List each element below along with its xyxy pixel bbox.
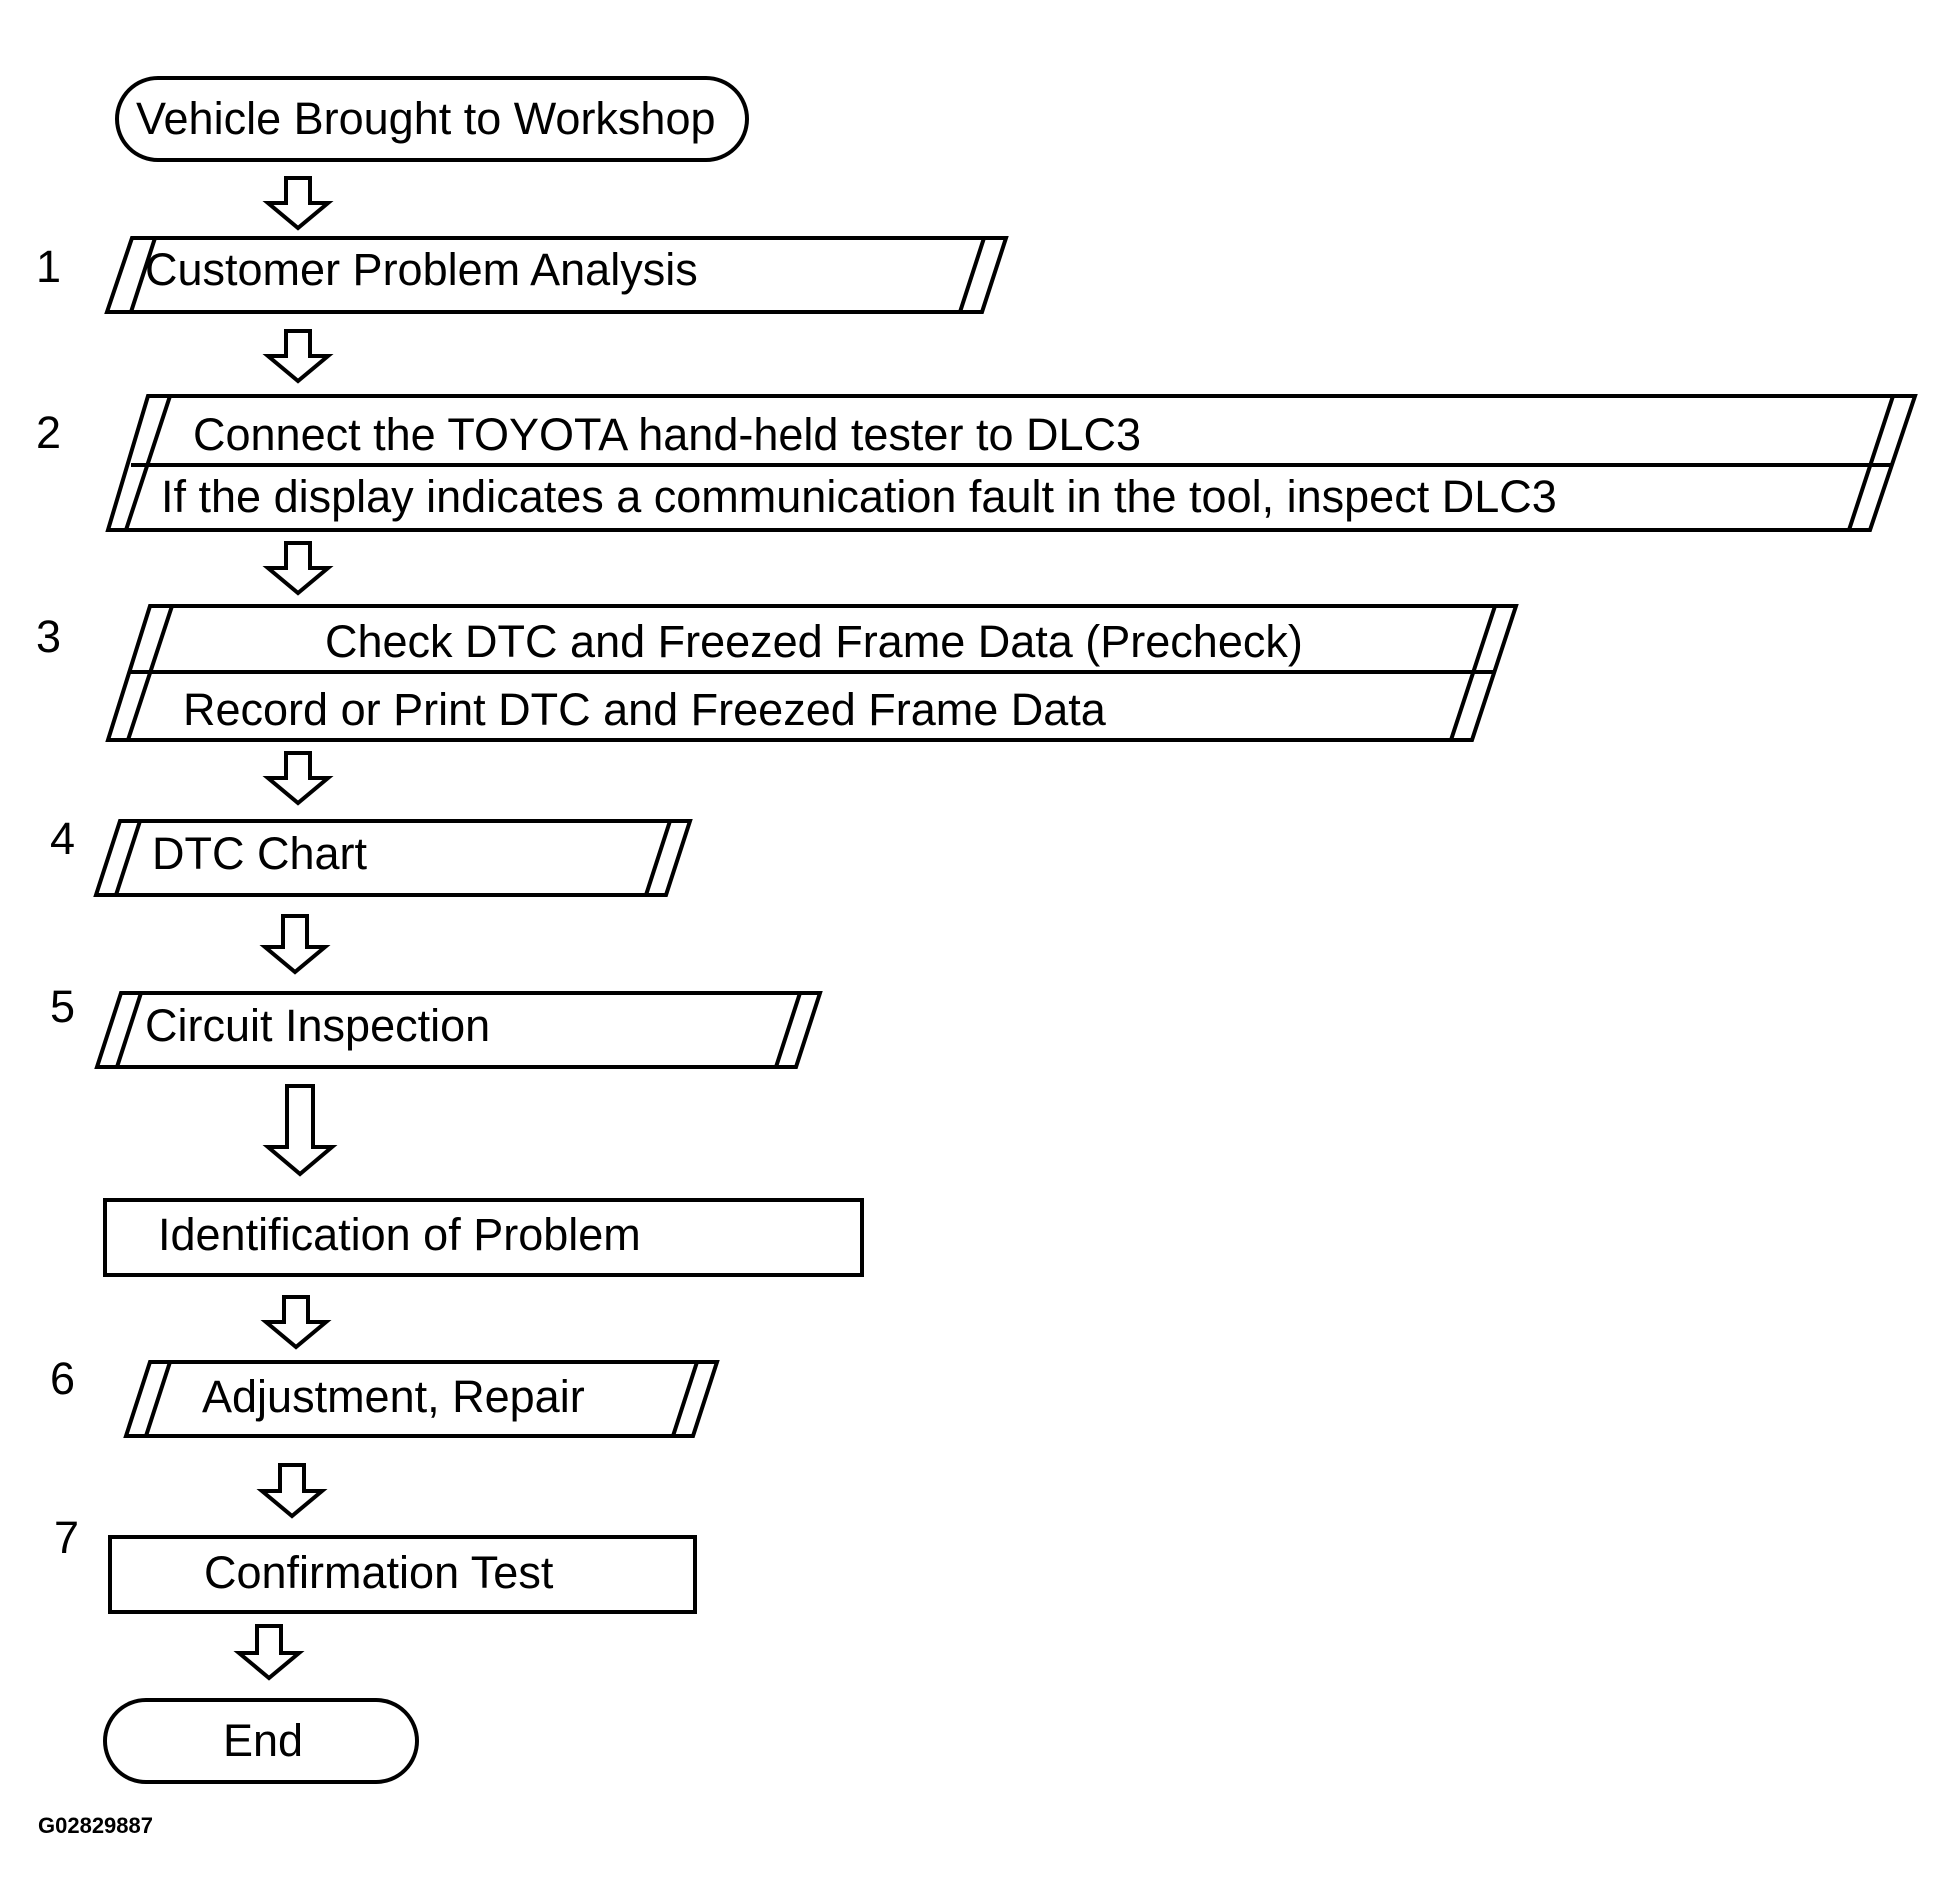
end-label: End <box>223 1715 303 1766</box>
step-4-label: DTC Chart <box>152 828 368 879</box>
step-5: 5 Circuit Inspection <box>50 981 823 1069</box>
step-7: 7 Confirmation Test <box>54 1512 697 1614</box>
step-4: 4 DTC Chart <box>50 813 693 897</box>
end-terminator-shape <box>103 1698 419 1784</box>
step-5-shape <box>94 991 823 1069</box>
step-1-label: Customer Problem Analysis <box>145 244 698 295</box>
flow-arrow-2 <box>262 329 334 384</box>
step-3: 3 Check DTC and Freezed Frame Data (Prec… <box>36 604 1519 742</box>
step-7-shape <box>108 1535 697 1614</box>
step-5-number: 5 <box>50 981 75 1032</box>
step-3-line-2: Record or Print DTC and Freezed Frame Da… <box>183 684 1107 735</box>
step-3-line-1: Check DTC and Freezed Frame Data (Preche… <box>325 616 1303 667</box>
flow-arrow-1 <box>262 176 334 231</box>
flow-arrow-4 <box>262 751 334 806</box>
step-6: 6 Adjustment, Repair <box>50 1353 720 1438</box>
figure-code: G02829887 <box>38 1813 153 1838</box>
step-6-number: 6 <box>50 1353 75 1404</box>
step-6-shape <box>123 1360 720 1438</box>
step-5-label: Circuit Inspection <box>145 1000 490 1051</box>
flow-arrow-6 <box>262 1084 338 1177</box>
identification-label: Identification of Problem <box>158 1209 641 1260</box>
step-2-number: 2 <box>36 407 61 458</box>
step-4-shape <box>93 819 693 897</box>
step-7-label: Confirmation Test <box>204 1547 554 1598</box>
flow-arrow-7 <box>260 1295 332 1350</box>
step-1: 1 Customer Problem Analysis <box>36 236 1009 314</box>
identification-step: Identification of Problem <box>103 1198 864 1277</box>
identification-shape <box>103 1198 864 1277</box>
flow-arrow-8 <box>256 1463 328 1519</box>
flow-arrow-5 <box>259 914 331 975</box>
start-terminator: Vehicle Brought to Workshop <box>115 76 749 162</box>
step-1-shape <box>104 236 1009 314</box>
step-6-label: Adjustment, Repair <box>202 1371 585 1422</box>
step-2: 2 Connect the TOYOTA hand-held tester to… <box>36 394 1918 532</box>
step-4-number: 4 <box>50 813 75 864</box>
step-7-number: 7 <box>54 1512 79 1563</box>
step-3-number: 3 <box>36 611 61 662</box>
step-1-number: 1 <box>36 241 61 292</box>
step-2-line-2: If the display indicates a communication… <box>161 471 1557 522</box>
start-terminator-shape <box>115 76 749 162</box>
step-2-line-1: Connect the TOYOTA hand-held tester to D… <box>193 409 1141 460</box>
flow-arrow-3 <box>262 541 334 596</box>
end-terminator: End <box>103 1698 419 1784</box>
flow-arrow-9 <box>233 1624 305 1681</box>
start-label: Vehicle Brought to Workshop <box>136 93 716 144</box>
